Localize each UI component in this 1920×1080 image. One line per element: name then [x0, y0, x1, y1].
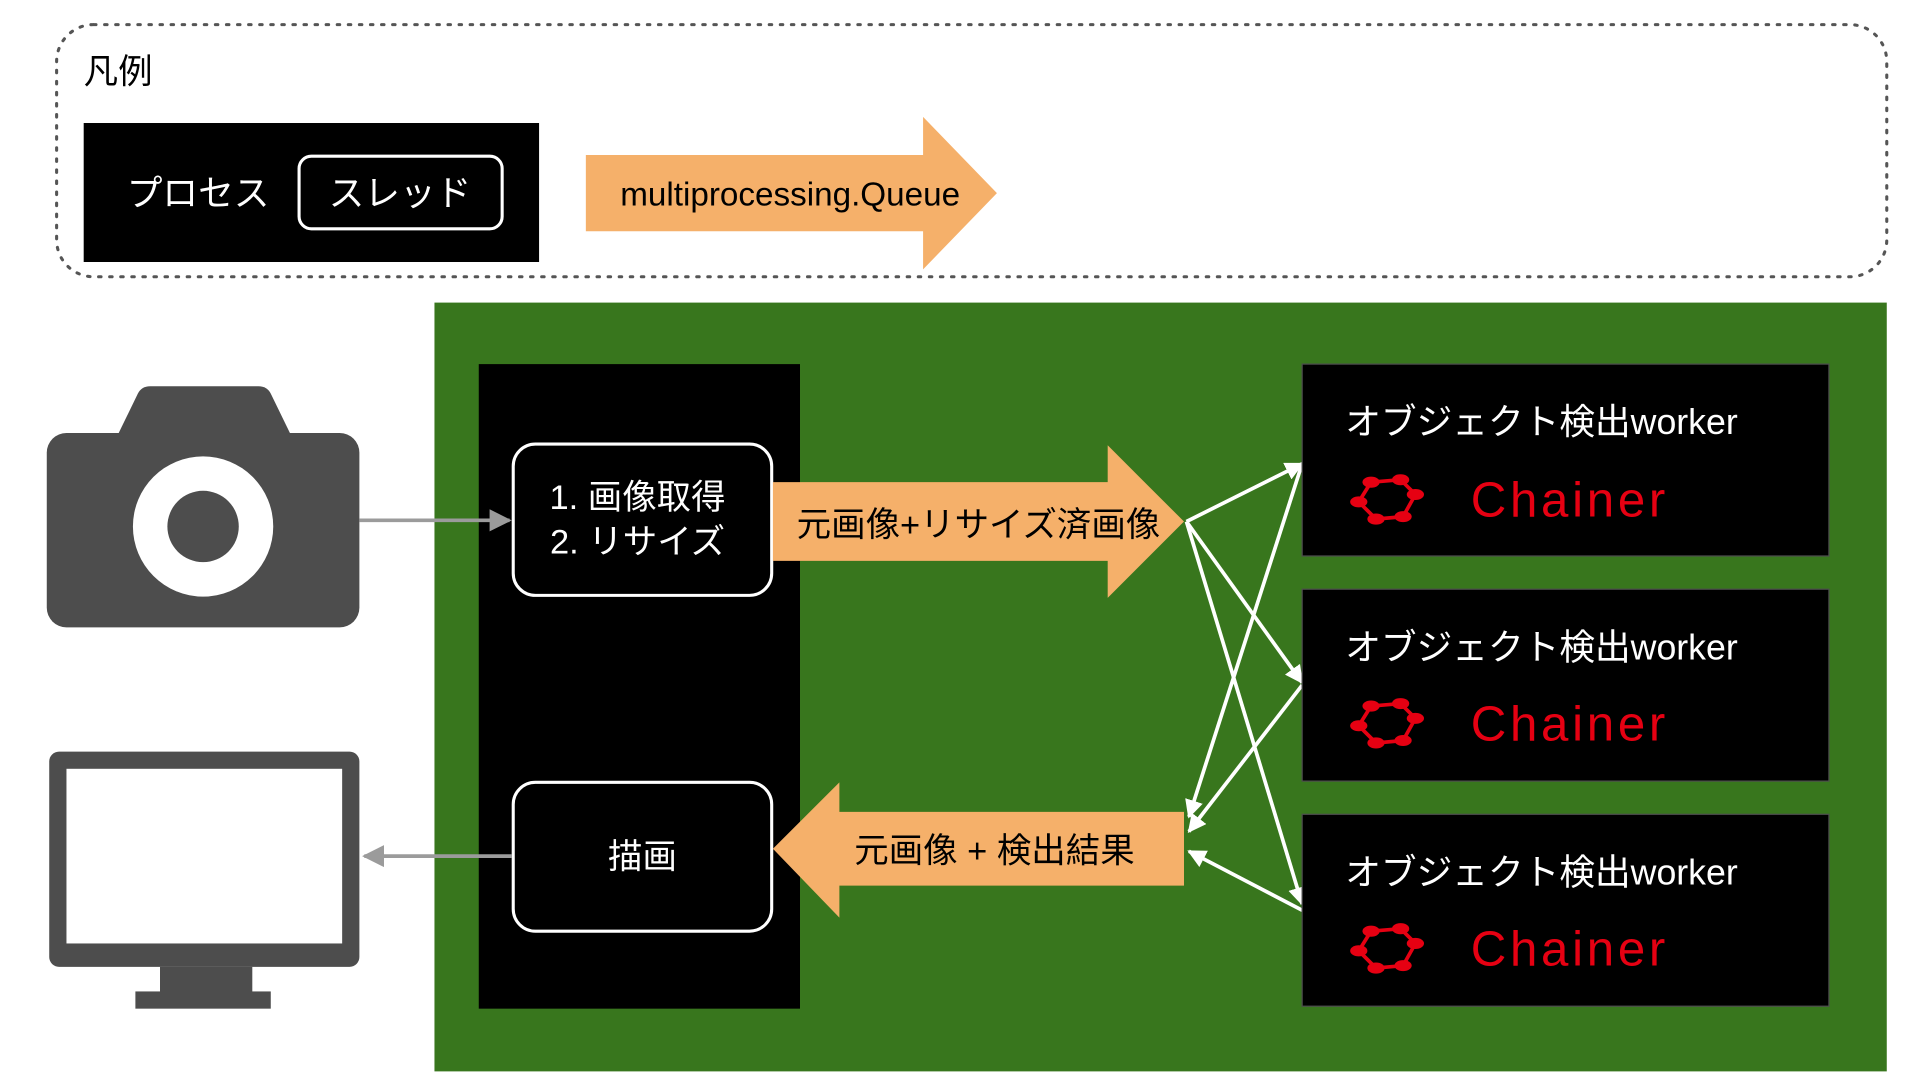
queue-to-workers-arrow [772, 445, 1184, 598]
worker-title: オブジェクト検出worker [1345, 402, 1738, 442]
worker-3: オブジェクト検出worker Chainer [1301, 813, 1830, 1007]
legend-queue-arrow [585, 116, 997, 270]
worker-1: オブジェクト検出worker Chainer [1301, 363, 1830, 557]
worker-box [1301, 588, 1830, 782]
worker-brand: Chainer [1471, 697, 1669, 752]
legend-process-label: プロセス [127, 173, 270, 213]
connector-in-worker1 [1185, 463, 1304, 819]
worker-title: オブジェクト検出worker [1345, 627, 1738, 667]
draw-thread: 描画 [511, 780, 774, 933]
draw-thread-label: 描画 [608, 838, 677, 876]
draw-thread-box [511, 780, 774, 933]
queue-from-workers-arrow [772, 782, 1184, 918]
worker-brand: Chainer [1471, 922, 1669, 977]
worker-2: オブジェクト検出worker Chainer [1301, 588, 1830, 782]
worker-title: オブジェクト検出worker [1345, 852, 1738, 892]
queue-from-workers: 元画像 + 検出結果 [772, 782, 1184, 918]
capture-thread: 1. 画像取得 2. リサイズ [511, 442, 774, 597]
queue-to-workers-label: 元画像+リサイズ済画像 [797, 506, 1161, 544]
worker-connectors [1184, 462, 1307, 912]
connector-out-worker2 [1184, 520, 1304, 685]
legend-thread-label: スレッド [329, 173, 472, 213]
queue-to-workers: 元画像+リサイズ済画像 [772, 445, 1184, 598]
connector-in-worker3 [1187, 849, 1304, 912]
capture-thread-step2: 2. リサイズ [550, 524, 725, 562]
legend-border [55, 23, 1889, 279]
camera-icon [46, 386, 360, 628]
connector-out-worker1 [1185, 462, 1304, 524]
legend-thread-box [297, 154, 504, 231]
connector-out-worker3 [1184, 521, 1307, 906]
worker-box [1301, 363, 1830, 557]
legend-queue-label: multiprocessing.Queue [620, 176, 960, 213]
legend: 凡例 プロセス スレッド multiprocessing.Queue [55, 23, 1889, 279]
legend-title: 凡例 [84, 54, 153, 92]
monitor-icon [49, 751, 360, 1009]
queue-from-workers-label: 元画像 + 検出結果 [854, 832, 1134, 870]
connector-in-worker2 [1187, 684, 1304, 833]
capture-thread-box [511, 442, 774, 597]
capture-thread-step1: 1. 画像取得 [549, 479, 725, 517]
worker-box [1301, 813, 1830, 1007]
worker-brand: Chainer [1471, 473, 1669, 528]
